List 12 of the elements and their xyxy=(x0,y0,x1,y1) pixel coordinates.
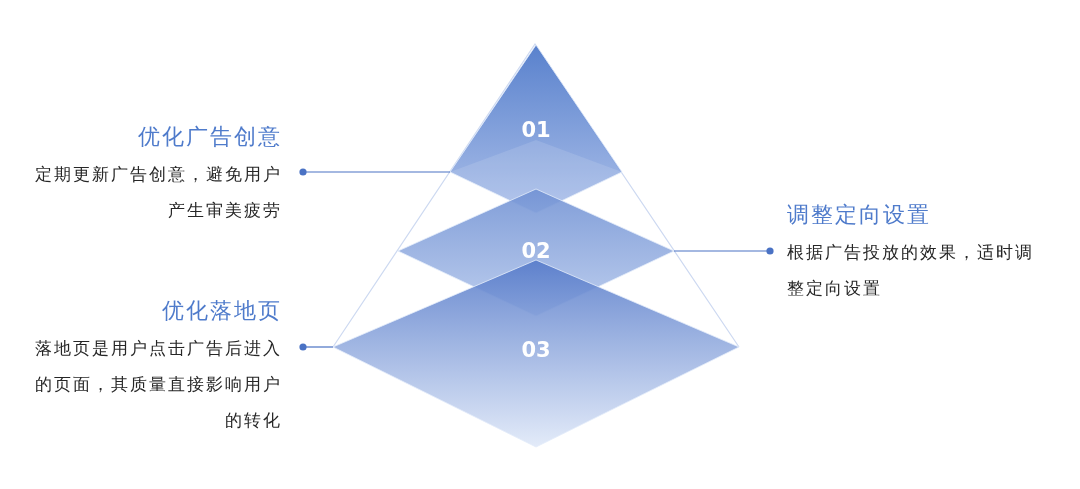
layer-number: 01 xyxy=(521,118,551,142)
layer-number: 03 xyxy=(521,338,551,362)
description-text: 定期更新广告创意，避免用户产生审美疲劳 xyxy=(34,163,282,222)
heading: 调整定向设置 xyxy=(787,201,932,229)
leader-line xyxy=(299,343,334,351)
description-text: 根据广告投放的效果，适时调整定向设置 xyxy=(787,241,1035,300)
description-text: 落地页是用户点击广告后进入的页面，其质量直接影响用户的转化 xyxy=(34,337,282,432)
leader-line xyxy=(673,247,774,255)
heading: 优化广告创意 xyxy=(137,123,282,151)
leader-line xyxy=(299,168,451,176)
heading: 优化落地页 xyxy=(161,297,282,325)
layer-number: 02 xyxy=(521,239,551,263)
